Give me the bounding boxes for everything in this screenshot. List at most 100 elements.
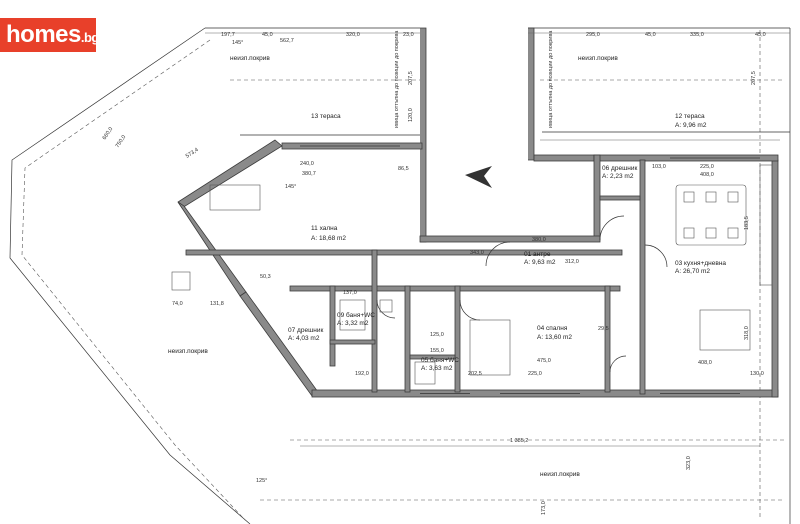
room-area: A: 18,68 m2 [311, 235, 346, 242]
chair [705, 191, 717, 203]
wall-bath-left-west [329, 285, 336, 367]
dim-text: 173,0 [541, 501, 547, 515]
room-area: A: 2,23 m2 [602, 173, 634, 180]
roof-outline-left [9, 27, 251, 524]
dim-text: 103,0 [652, 164, 666, 170]
svg-text:11 хална: 11 хална [311, 225, 338, 232]
wall-bedroom-west [454, 285, 461, 393]
room-num: 01 [524, 251, 532, 258]
kitchen-counter [759, 164, 773, 286]
hall-sofa [209, 184, 261, 211]
wall-corridor-north [185, 249, 623, 256]
dim-text: 380,7 [302, 171, 316, 177]
room-num: 11 [311, 225, 318, 232]
dim-text: 45,0 [645, 32, 656, 38]
dim-text: 145° [285, 184, 296, 190]
svg-text:01 антре: 01 антре [524, 251, 551, 258]
homes-logo: homes.bg [0, 18, 99, 52]
dim-text: 120,0 [408, 108, 414, 122]
dim-text: 225,0 [700, 164, 714, 170]
fireplace [171, 271, 191, 291]
dim-text: 125° [256, 478, 267, 484]
room-name: спалня [546, 325, 568, 332]
dim-text: 125,0 [430, 332, 444, 338]
dim-text: 23,0 [403, 32, 414, 38]
svg-text:12 тераса: 12 тераса [675, 113, 705, 120]
dim-text: 323,0 [686, 456, 692, 470]
room-name: дрешник [611, 165, 637, 172]
room-name: кухня+дневна [684, 260, 726, 267]
dim-text: 750,0 [115, 134, 128, 149]
dim-text: 183,5 [744, 216, 750, 230]
room-name: тераса [684, 113, 705, 120]
dim-text: 137,0 [343, 290, 357, 296]
roof-dash-left [21, 39, 246, 521]
dim-text: 312,0 [565, 259, 579, 265]
svg-text:07 дрешник: 07 дрешник [288, 327, 324, 334]
dimension-labels: 197,7 45,0 562,7 320,0 23,0 295,0 45,0 3… [102, 32, 766, 515]
wall-south-west-diagonal [239, 291, 319, 397]
chair [683, 191, 695, 203]
room-labels: 13 тераса 12 тераса A: 9,96 m2 11 хална … [288, 113, 726, 372]
room-name: дрешник [297, 327, 323, 334]
door-kitchen [644, 244, 668, 268]
dim-text: 45,0 [755, 32, 766, 38]
svg-text:09 баня+WC: 09 баня+WC [337, 311, 375, 319]
wall-west-diagonal [177, 201, 247, 297]
room-area: A: 26,70 m2 [675, 268, 710, 275]
dim-text: 192,0 [355, 371, 369, 377]
shower [414, 361, 436, 385]
room-num: 04 [537, 325, 545, 332]
roof-label: неизп.покрив [230, 55, 270, 62]
dim-text: 660,0 [102, 126, 115, 141]
wall-dressing-upper-bottom [599, 195, 641, 201]
dim-text: 408,0 [700, 172, 714, 178]
sink [379, 299, 393, 313]
dim-text: 86,5 [398, 166, 409, 172]
dim-text: 207,5 [408, 71, 414, 85]
wall-dressing-east [593, 154, 601, 241]
svg-text:06 дрешник: 06 дрешник [602, 165, 638, 172]
dim-text: 202,5 [468, 371, 482, 377]
dim-text: 74,0 [172, 301, 183, 307]
dim-text: 318,0 [744, 326, 750, 340]
dim-text: 207,5 [751, 71, 757, 85]
roof-label: неизп.покрив [168, 348, 208, 355]
wall-terrace-right-left [528, 27, 535, 161]
room-num: 12 [675, 113, 683, 120]
wall-terrace-right-bottom [533, 154, 595, 162]
note-vertical: ивица оттъпна до позиции до покрива [548, 30, 554, 128]
dim-text: 155,0 [430, 348, 444, 354]
dim-text: 408,0 [698, 360, 712, 366]
dim-text: 562,7 [280, 38, 294, 44]
room-name: баня+WC [430, 356, 459, 364]
dim-text: 343,0 [470, 250, 484, 256]
room-name: хална [320, 225, 338, 232]
room-area: A: 13,60 m2 [537, 334, 572, 341]
svg-text:03 кухня+дневна: 03 кухня+дневна [675, 260, 726, 267]
room-num: 06 [602, 165, 610, 172]
room-num: 13 [311, 113, 319, 120]
dim-text: 50,3 [260, 274, 271, 280]
dining-table [675, 184, 747, 246]
north-arrow-icon [465, 166, 492, 188]
dim-text: 197,7 [221, 32, 235, 38]
room-area: A: 3,32 m2 [337, 320, 369, 327]
dim-text: 240,0 [300, 161, 314, 167]
dim-text: 45,0 [262, 32, 273, 38]
room-num: 03 [675, 260, 683, 267]
room-area: A: 9,63 m2 [524, 259, 556, 266]
room-area: A: 9,96 m2 [675, 122, 707, 129]
chair [683, 227, 695, 239]
room-name: баня+WC [346, 311, 375, 319]
svg-text:05 баня+WC: 05 баня+WC [421, 356, 459, 364]
room-num: 07 [288, 327, 296, 334]
wall-bath-mid-top [409, 354, 456, 360]
bed [469, 319, 511, 376]
room-name: тераса [320, 113, 341, 120]
notes: ивица оттъпна до позиции до покрива ивиц… [394, 30, 554, 128]
room-num: 05 [421, 357, 429, 364]
dim-text: 225,0 [528, 371, 542, 377]
wall-entrance-north [419, 235, 601, 243]
wall-bath-left-east [371, 249, 378, 393]
